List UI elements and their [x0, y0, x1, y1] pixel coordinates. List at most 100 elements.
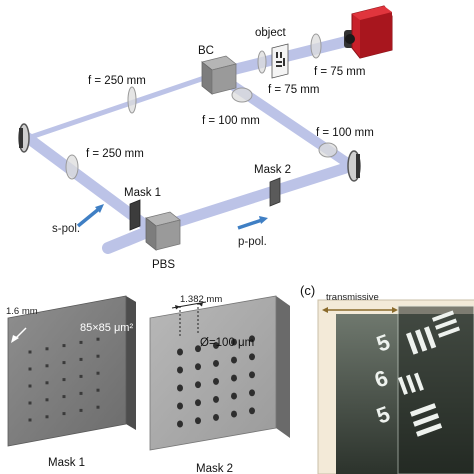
- aperture: [177, 402, 183, 410]
- pbs-cube: [145, 211, 181, 251]
- aperture: [45, 398, 49, 402]
- f-250-top-label: f = 250 mm: [88, 75, 146, 87]
- aperture: [45, 415, 49, 419]
- aperture: [195, 363, 201, 371]
- sample-overlay: [397, 305, 474, 474]
- aperture: [213, 395, 219, 403]
- aperture: [45, 347, 49, 351]
- mask1-aperture-grid: [28, 337, 100, 422]
- aperture: [249, 371, 255, 379]
- thickness-arrowhead: [11, 335, 19, 343]
- aperture: [96, 405, 100, 409]
- lenses: [65, 33, 338, 180]
- mask1-plate: [129, 199, 141, 231]
- aperture: [28, 367, 32, 371]
- aperture: [249, 353, 255, 361]
- beam-mirror-left: [25, 71, 219, 141]
- mask1-label: Mask 1: [48, 457, 85, 469]
- beam-p-pol: [146, 160, 358, 236]
- aperture: [62, 395, 66, 399]
- aperture: [45, 364, 49, 368]
- pitch-arrow-right: [198, 302, 203, 307]
- aperture: [213, 359, 219, 367]
- mask2-3d: [149, 295, 290, 451]
- s-pol-label: s-pol.: [52, 223, 80, 235]
- panel-c-letter: (c): [300, 283, 315, 298]
- transmissive-arrow-left: [322, 307, 328, 313]
- camera: [344, 5, 393, 59]
- aperture: [79, 391, 83, 395]
- mirror-right-mount: [356, 154, 360, 178]
- p-pol-label: p-pol.: [238, 236, 267, 248]
- optical-setup: object BC f = 250 mm f = 75 mm f = 75 mm…: [18, 5, 393, 271]
- f-100-center-label: f = 100 mm: [202, 115, 260, 127]
- aperture: [231, 410, 237, 418]
- aperture: [195, 345, 201, 353]
- lens-f75-right: [257, 50, 267, 74]
- object-slide: [271, 43, 289, 79]
- mask2-label: Mask 2: [196, 463, 233, 474]
- aperture: [213, 341, 219, 349]
- aperture-size-label: 85×85 μm²: [80, 322, 133, 334]
- aperture: [231, 374, 237, 382]
- aperture: [177, 366, 183, 374]
- aperture: [79, 340, 83, 344]
- aperture: [62, 361, 66, 365]
- thickness-label: 1.6 mm: [6, 306, 38, 317]
- lens-f250-left: [65, 154, 79, 180]
- mask2-setup-label: Mask 2: [254, 164, 291, 176]
- lens-f250-top: [127, 86, 137, 114]
- beam-combiner-cube: [201, 55, 237, 95]
- f-75-camera-label: f = 75 mm: [314, 66, 365, 78]
- beam-input: [102, 224, 158, 254]
- resolution-target-bars: [398, 310, 461, 437]
- lens-f100-center: [231, 87, 253, 103]
- f-250-left-label: f = 250 mm: [86, 148, 144, 160]
- aperture: [213, 377, 219, 385]
- aperture: [79, 408, 83, 412]
- mask1-setup-label: Mask 1: [124, 187, 161, 199]
- aperture: [62, 378, 66, 382]
- aperture: [231, 338, 237, 346]
- aperture: [249, 335, 255, 343]
- mask2-plate: [269, 177, 281, 207]
- f-100-right-label: f = 100 mm: [316, 127, 374, 139]
- aperture: [96, 388, 100, 392]
- bc-label: BC: [198, 45, 214, 57]
- aperture: [231, 356, 237, 364]
- panel-c: (c) transmissive 5 6 5: [300, 283, 474, 474]
- aperture: [177, 420, 183, 428]
- pitch-label: 1.382 mm: [180, 294, 222, 305]
- p-pol-arrowhead: [259, 216, 268, 224]
- s-pol-arrowhead: [95, 204, 104, 213]
- aperture: [249, 389, 255, 397]
- aperture: [213, 413, 219, 421]
- transmissive-label: transmissive: [326, 292, 379, 303]
- aperture: [96, 337, 100, 341]
- aperture: [45, 381, 49, 385]
- mirror-left-mount: [19, 128, 23, 148]
- aperture: [28, 401, 32, 405]
- masks-panel: 1.6 mm 85×85 μm² 1.382 mm Ø=100 μm Mask …: [6, 294, 290, 474]
- object-label: object: [255, 27, 286, 39]
- aperture: [28, 350, 32, 354]
- aperture: [79, 374, 83, 378]
- aperture: [195, 399, 201, 407]
- lens-f100-right: [318, 142, 338, 158]
- mask1-3d: [7, 295, 136, 447]
- aperture: [231, 392, 237, 400]
- aperture: [177, 384, 183, 392]
- pitch-arrow-left: [175, 305, 180, 310]
- aperture: [177, 348, 183, 356]
- p-pol-arrow: [237, 218, 263, 230]
- aperture: [62, 344, 66, 348]
- lens-f75-camera: [310, 33, 322, 59]
- diameter-label: Ø=100 μm: [200, 337, 254, 349]
- aperture: [28, 384, 32, 388]
- mask2-aperture-grid: [177, 335, 255, 428]
- pbs-label: PBS: [152, 259, 175, 271]
- aperture: [96, 354, 100, 358]
- aperture: [28, 418, 32, 422]
- aperture: [62, 412, 66, 416]
